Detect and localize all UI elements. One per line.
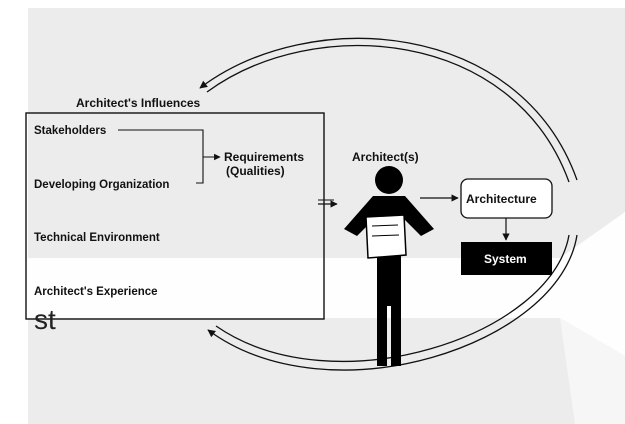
influence-stakeholders: Stakeholders [34, 125, 106, 137]
paper-line-1 [371, 224, 399, 227]
influences-title: Architect's Influences [76, 96, 201, 110]
cycle-arc-bottom [207, 234, 578, 371]
requirements-label: Requirements [224, 150, 304, 164]
influence-developing-organization: Developing Organization [34, 179, 169, 191]
influence-architects-experience: Architect's Experience [34, 286, 158, 298]
background-chevron-lower [560, 318, 625, 424]
cycle-arc-top [199, 37, 578, 181]
qualities-label: (Qualities) [226, 164, 285, 178]
system-box [461, 242, 552, 275]
architect-body [344, 196, 434, 366]
architect-figure [344, 166, 434, 366]
architect-head [375, 166, 403, 194]
paper-line-2 [371, 234, 400, 237]
architect-paper [365, 214, 407, 259]
background-chevron [28, 212, 625, 356]
slide-text-fragment: st [34, 304, 56, 335]
architect-label: Architect(s) [352, 150, 419, 164]
system-label: System [484, 252, 527, 266]
cycle-arc-top-inner [206, 44, 570, 183]
influence-technical-environment: Technical Environment [34, 232, 160, 244]
influences-box [25, 112, 325, 320]
architecture-label: Architecture [466, 192, 537, 206]
